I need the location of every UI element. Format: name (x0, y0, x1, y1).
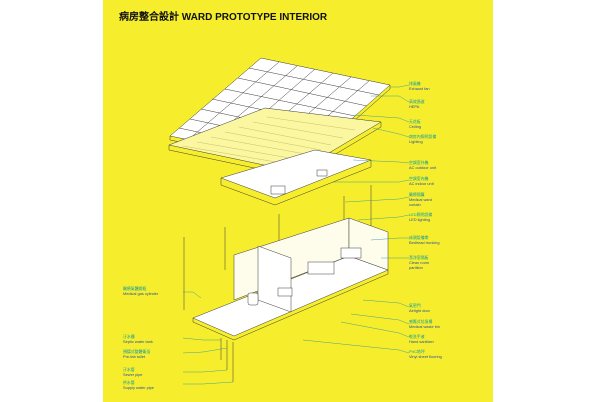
label-en: AC outdoor unit (409, 164, 437, 170)
pipes (220, 338, 234, 382)
poster: 病房整合設計 WARD PROTOTYPE INTERIOR (103, 0, 493, 402)
label-bedhead-trunking: 床頭設備帶 Bedhead trunking (409, 235, 440, 246)
ceiling-light-stripes (182, 116, 356, 166)
label-en: AC indoor unit (409, 180, 434, 186)
label-exhaust-fan: 排風機 Exhaust fan (409, 81, 430, 92)
label-en: Medical waste bin (409, 323, 440, 329)
label-zh: 預鑄式整體衛浴 (123, 349, 151, 354)
label-en: Clean room partition (409, 259, 430, 270)
label-en: Bedhead trunking (409, 239, 440, 245)
label-supply-water-pipe: 供水管 Supply water pipe (123, 380, 154, 391)
label-zh: 潔淨室隔板 (409, 255, 429, 260)
label-medical-ward-curtain: 醫療隔簾 Medical ward curtain (409, 192, 439, 207)
label-zh: PVC地坪 (409, 349, 425, 354)
poster-title: 病房整合設計 WARD PROTOTYPE INTERIOR (119, 12, 328, 23)
label-en: Ceiling (409, 123, 421, 129)
label-zh: LED照明設備 (409, 212, 433, 217)
label-lighting: 病房內照明設備 Lighting (409, 134, 437, 145)
label-ceiling: 天花板 Ceiling (409, 119, 421, 130)
label-zh: 汙水管 (123, 367, 135, 372)
label-medical-gas-cylinder: 醫療氣體鋼瓶 Medical gas cylinder (123, 286, 159, 297)
label-en: Medical ward curtain (409, 196, 432, 207)
label-zh: 空調室外機 (409, 160, 429, 165)
label-en: Exhaust fan (409, 85, 430, 91)
label-zh: 感應式垃圾桶 (409, 319, 433, 324)
label-en: Supply water pipe (123, 384, 154, 390)
label-zh: 供水管 (123, 380, 135, 385)
bed-left (307, 261, 335, 275)
label-zh: 高效過濾 (409, 99, 425, 104)
label-led-lighting: LED照明設備 LED lighting (409, 212, 433, 223)
label-zh: 病房內照明設備 (409, 134, 437, 139)
label-en: Septic water tank (123, 338, 153, 344)
label-en: Sewer pipe (123, 371, 143, 377)
label-en: Pre-fab toilet (123, 353, 146, 359)
label-medical-waste-bin: 感應式垃圾桶 Medical waste bin (409, 319, 440, 330)
label-ac-outdoor-unit: 空調室外機 AC outdoor unit (409, 160, 437, 171)
label-vinyl-sheet-flooring: PVC地坪 Vinyl sheet flooring (409, 349, 442, 360)
label-hepa: 高效過濾 HEPA (409, 99, 425, 110)
label-clean-room-partition: 潔淨室隔板 Clean room partition (409, 255, 439, 270)
bed-right (340, 247, 362, 259)
toilet-fixture (247, 292, 259, 306)
label-en: Lighting (409, 138, 423, 144)
label-pre-fab-toilet: 預鑄式整體衛浴 Pre-fab toilet (123, 349, 151, 360)
label-zh: 醫療氣體鋼瓶 (123, 286, 147, 291)
label-zh: 天花板 (409, 119, 421, 124)
label-zh: 床頭設備帶 (409, 235, 429, 240)
label-ac-indoor-unit: 空調室內機 AC indoor unit (409, 176, 434, 187)
label-sewer-pipe: 汙水管 Sewer pipe (123, 367, 143, 378)
leader-lines-right (302, 84, 410, 354)
label-zh: 醫療隔簾 (409, 192, 425, 197)
label-en: HEPA (409, 103, 420, 109)
exploded-axonometric-drawing (168, 57, 410, 385)
leader-lines-left (182, 291, 234, 385)
label-hand-sanitizer: 乾洗手液 Hand sanitizer (409, 334, 434, 345)
label-zh: 排風機 (409, 81, 421, 86)
label-zh: 乾洗手液 (409, 334, 425, 339)
label-en: Airtight door (409, 307, 430, 313)
label-zh: 氣密門 (409, 303, 421, 308)
label-en: Hand sanitizer (409, 338, 434, 344)
label-airtight-door: 氣密門 Airtight door (409, 303, 430, 314)
label-en: Medical gas cylinder (123, 290, 159, 296)
label-en: Vinyl sheet flooring (409, 353, 442, 359)
label-zh: 空調室內機 (409, 176, 429, 181)
sink-fixture (277, 287, 293, 297)
label-zh: 汙水槽 (123, 334, 135, 339)
label-en: LED lighting (409, 216, 430, 222)
label-septic-water-tank: 汙水槽 Septic water tank (123, 334, 153, 345)
